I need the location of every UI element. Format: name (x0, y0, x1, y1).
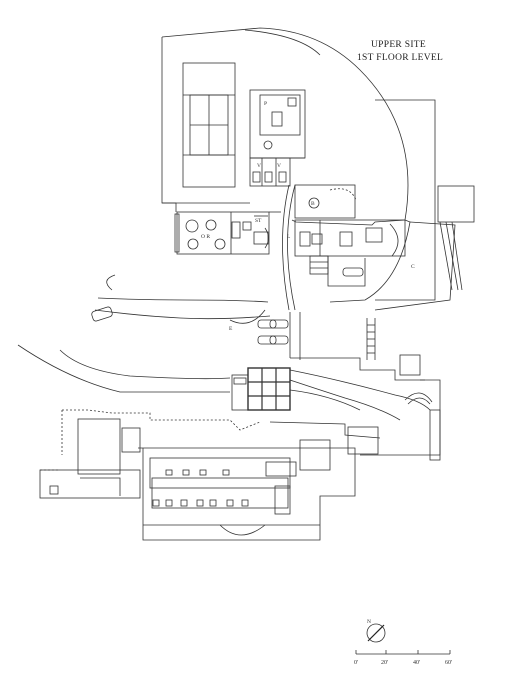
tennis-court (182, 62, 236, 188)
central-spine (282, 184, 296, 311)
lower-site (39, 379, 441, 541)
room-label-c: C (411, 264, 415, 270)
west-wing (174, 211, 281, 255)
room-label-or: O R (201, 234, 210, 240)
room-label-e: E (229, 326, 233, 332)
plan-title-line1: UPPER SITE (371, 40, 426, 50)
room-labels: P V V B O R ST L C E (201, 101, 415, 332)
parked-cars (257, 319, 289, 345)
tennis-court-area (161, 27, 409, 226)
central-grid-block (231, 367, 291, 411)
garden-terraces (289, 312, 441, 461)
room-label-l: L (287, 234, 291, 240)
driveway (17, 274, 271, 393)
room-label-v2: V (277, 163, 281, 169)
scale-bar: 0' 20' 40' 60' (354, 650, 452, 666)
room-label-st: ST (255, 218, 262, 224)
plan-title-line2: 1ST FLOOR LEVEL (357, 53, 444, 63)
scale-tick-20: 20' (381, 660, 388, 666)
room-label-p: P (264, 101, 267, 107)
north-arrow: N (366, 619, 386, 643)
east-wing (294, 184, 411, 303)
scale-tick-40: 40' (413, 660, 420, 666)
room-label-b: B (311, 201, 315, 207)
right-stair (366, 318, 376, 360)
east-terrace (374, 99, 475, 311)
north-wing (249, 89, 306, 187)
room-label-v1: V (257, 163, 261, 169)
scale-tick-0: 0' (354, 660, 358, 666)
scale-tick-60: 60' (445, 660, 452, 666)
north-arrow-label: N (367, 619, 371, 625)
